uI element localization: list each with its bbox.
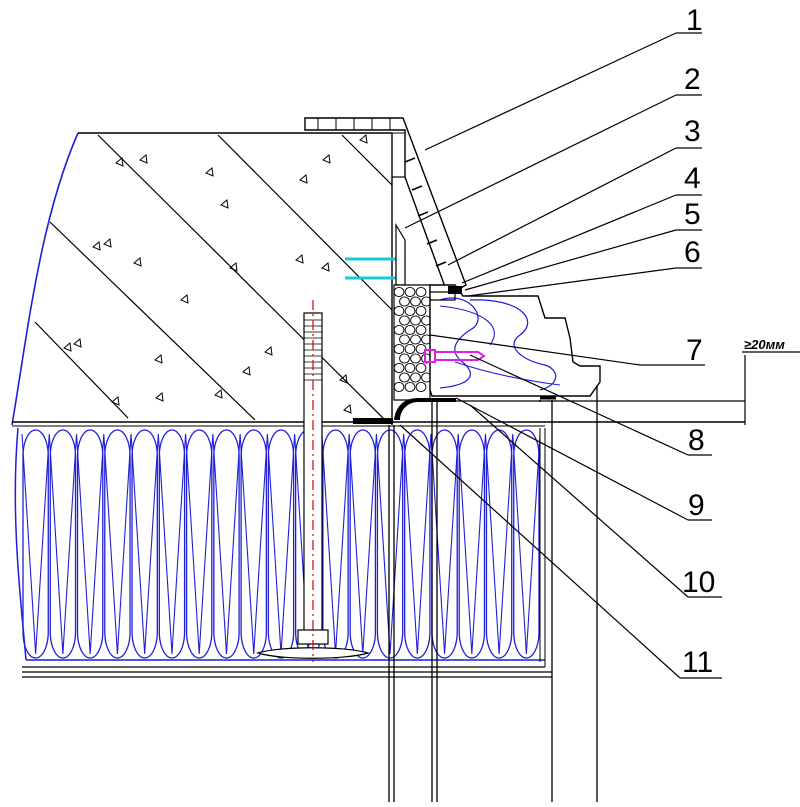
insulation-loop	[158, 429, 186, 659]
foam-cell	[393, 381, 405, 393]
window-frame-profile	[429, 284, 745, 402]
foam-cell	[393, 362, 405, 374]
insulation-layer	[14, 427, 546, 667]
foam-cell	[399, 296, 410, 307]
foam-cell	[399, 334, 410, 345]
foam-cell	[410, 353, 421, 364]
callout-labels: 1 2 3 4 5 6 7 8 9 10 11	[682, 4, 715, 679]
foam-cell	[410, 372, 421, 383]
insulation-loop	[49, 429, 77, 659]
foam-cell	[410, 334, 421, 345]
foam-cell	[415, 362, 427, 374]
foam-cell	[404, 324, 416, 336]
leader-lines	[399, 32, 722, 679]
callout-2: 2	[684, 63, 701, 96]
insulation-loop	[431, 429, 458, 659]
foam-cell	[404, 305, 416, 317]
foam-cell	[410, 315, 421, 326]
foam-cell	[415, 305, 427, 317]
insulation-loop	[76, 429, 104, 659]
callout-5: 5	[684, 198, 701, 231]
insulation-loop	[376, 429, 404, 659]
foam-cell	[404, 343, 416, 355]
insulation-loop	[267, 429, 295, 659]
insulation-loop	[22, 429, 49, 659]
base-lines	[22, 666, 552, 678]
foam-cell	[399, 315, 410, 326]
insulation-loop	[485, 429, 513, 659]
callout-4: 4	[684, 162, 701, 195]
foam-cell	[404, 381, 416, 393]
insulation-loop	[458, 429, 486, 659]
foam-cell	[399, 372, 410, 383]
foam-cell	[393, 286, 405, 298]
dimension-marker: ≥20мм	[742, 337, 800, 425]
foam-cell	[404, 286, 416, 298]
window-sill-board	[304, 117, 467, 297]
callout-3: 3	[684, 115, 701, 148]
callout-9: 9	[688, 489, 705, 522]
foam-cell	[410, 296, 421, 307]
insulation-loop	[213, 429, 240, 659]
insulation-loop	[104, 429, 131, 659]
callout-11: 11	[682, 646, 713, 679]
callout-7: 7	[686, 334, 703, 367]
foam-cell	[415, 324, 427, 336]
anchor-bolt	[256, 300, 371, 662]
insulation-zigzag	[21, 433, 541, 655]
mounting-foam	[393, 284, 432, 401]
insulation-loop	[404, 429, 431, 659]
insulation-loop	[349, 429, 377, 659]
concrete-wall	[11, 132, 393, 426]
insulation-loop	[131, 429, 158, 659]
foam-cell	[404, 362, 416, 374]
foam-cell	[415, 381, 427, 393]
insulation-loop	[240, 429, 268, 659]
fixing-screw	[424, 349, 486, 363]
foam-cell	[399, 353, 410, 364]
insulation-loop	[322, 429, 349, 659]
sealing-gasket	[353, 398, 456, 424]
frame-vertical-lines	[388, 370, 598, 802]
foam-cell	[393, 324, 405, 336]
callout-6: 6	[684, 236, 701, 269]
callout-1: 1	[686, 4, 703, 37]
insulation-loop	[185, 429, 213, 659]
dimension-label: ≥20мм	[744, 337, 785, 352]
insulation-loop	[513, 429, 540, 659]
callout-8: 8	[688, 424, 705, 457]
foam-cell	[415, 286, 427, 298]
foam-cell	[393, 343, 405, 355]
foam-cell	[393, 305, 405, 317]
callout-10: 10	[682, 566, 715, 599]
